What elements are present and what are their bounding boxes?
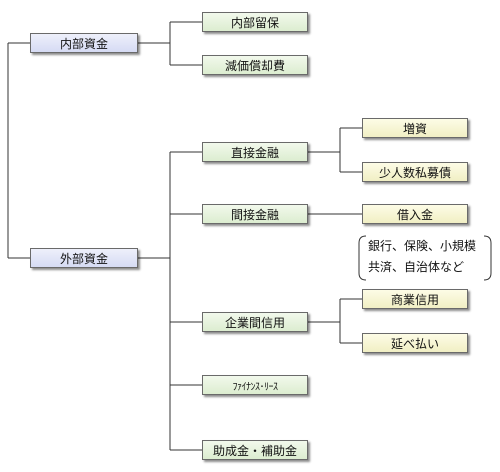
node-label: 外部資金	[59, 251, 108, 266]
node-label: 内部留保	[230, 15, 279, 30]
node-label: 内部資金	[59, 36, 108, 51]
node-label: ﾌｧｲﾅﾝｽ･ﾘｰｽ	[232, 381, 279, 393]
node-label: 延べ払い	[390, 336, 439, 351]
node-capital-increase: 増資	[362, 118, 468, 138]
node-finance-lease: ﾌｧｲﾅﾝｽ･ﾘｰｽ	[202, 375, 308, 395]
node-borrowing: 借入金	[362, 204, 468, 224]
node-label: 増資	[402, 121, 427, 136]
node-label: 助成金・補助金	[212, 443, 297, 458]
node-indirect-finance: 間接金融	[202, 204, 308, 224]
node-direct-finance: 直接金融	[202, 142, 308, 162]
node-internal-funds: 内部資金	[30, 33, 138, 53]
lender-note: 銀行、保険、小規模 共済、自治体など	[358, 236, 490, 280]
node-private-placement: 少人数私募債	[362, 162, 468, 182]
node-trade-credit: 企業間信用	[202, 312, 308, 332]
node-label: 企業間信用	[224, 315, 285, 330]
node-label: 減価償却費	[224, 58, 285, 73]
node-depreciation: 減価償却費	[202, 55, 308, 75]
node-retained-earnings: 内部留保	[202, 12, 308, 32]
node-subsidies: 助成金・補助金	[202, 440, 308, 460]
node-commercial-credit: 商業信用	[362, 289, 468, 309]
node-deferred-payment: 延べ払い	[362, 333, 468, 353]
node-label: 直接金融	[230, 145, 279, 160]
lender-note-line1: 銀行、保険、小規模	[368, 239, 477, 253]
node-label: 少人数私募債	[378, 165, 451, 180]
node-external-funds: 外部資金	[30, 248, 138, 268]
node-label: 商業信用	[390, 292, 439, 307]
node-label: 借入金	[396, 207, 433, 222]
node-label: 間接金融	[230, 207, 279, 222]
lender-note-line2: 共済、自治体など	[368, 260, 465, 274]
